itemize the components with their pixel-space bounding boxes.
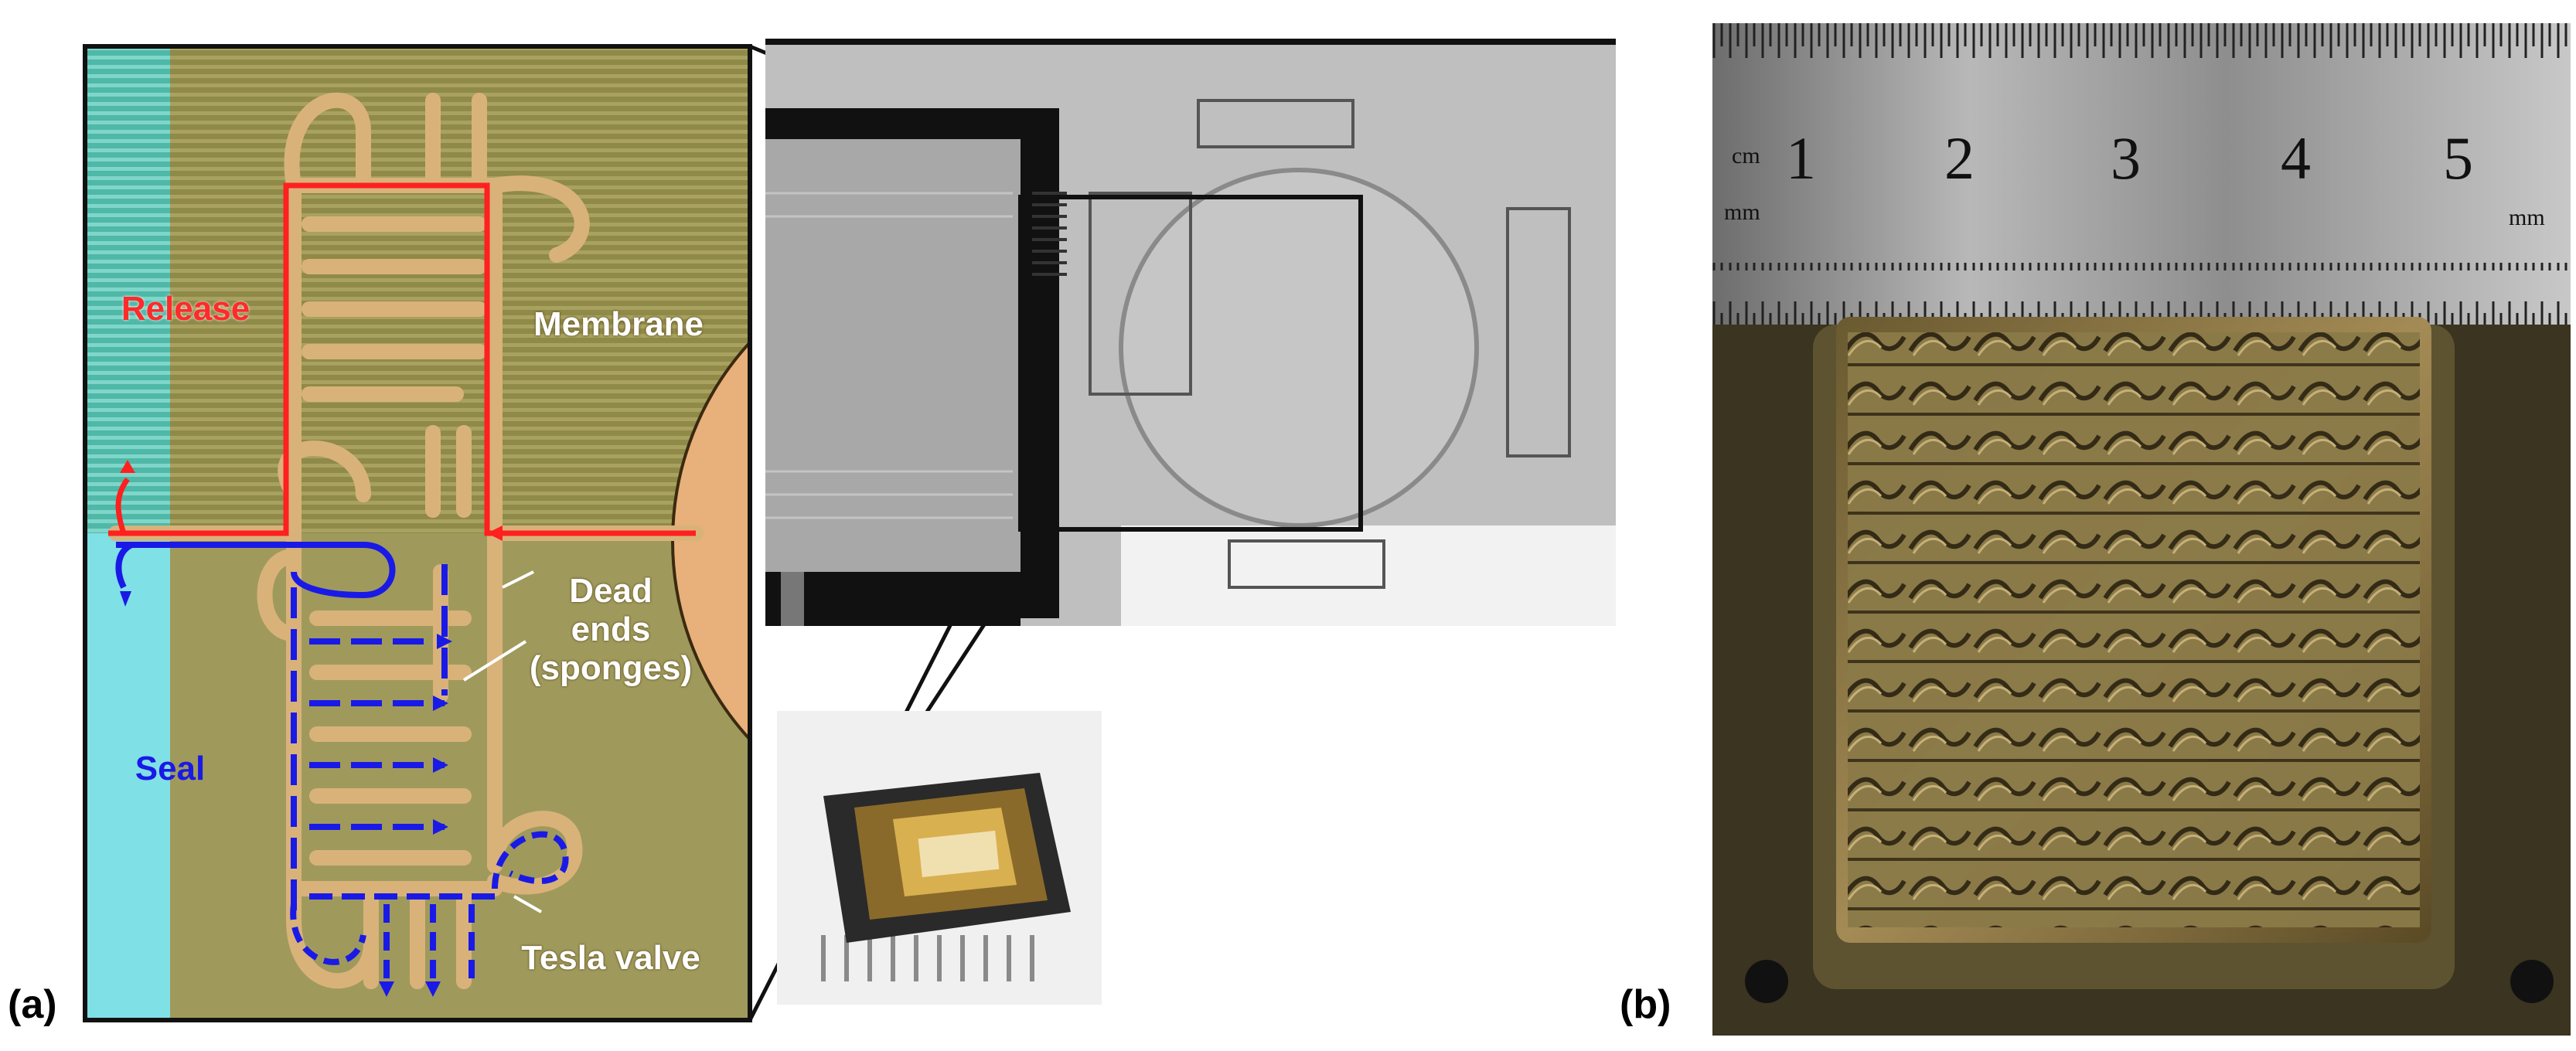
panel-a-label: (a)	[8, 982, 57, 1027]
ruler-unit-mm-right: mm	[2509, 205, 2545, 230]
dead-ends-label: Dead ends (sponges)	[529, 572, 693, 687]
seal-region	[85, 533, 170, 1020]
ruler-number: 1	[1786, 124, 1816, 192]
packaged-chip-photo	[777, 711, 1102, 1005]
ruler-unit-mm-left: mm	[1724, 199, 1760, 225]
seal-label: Seal	[135, 750, 206, 787]
membrane-label: Membrane	[533, 305, 704, 343]
tesla-valve-label: Tesla valve	[521, 939, 700, 977]
release-path	[108, 182, 696, 536]
ruler-number: 3	[2111, 124, 2141, 192]
ruler-unit-cm: cm	[1732, 143, 1760, 168]
tesla-plate-photo	[1712, 23, 2571, 1036]
ruler-number: 4	[2281, 124, 2311, 192]
chamber-striped	[85, 46, 750, 533]
release-label: Release	[121, 290, 250, 328]
ruler-number: 5	[2443, 124, 2473, 192]
panel-b-label: (b)	[1620, 982, 1671, 1027]
chip-micrograph	[765, 39, 1616, 626]
seal-striped	[85, 46, 170, 533]
ruler-number: 2	[1944, 124, 1975, 192]
seal-path	[116, 542, 396, 599]
